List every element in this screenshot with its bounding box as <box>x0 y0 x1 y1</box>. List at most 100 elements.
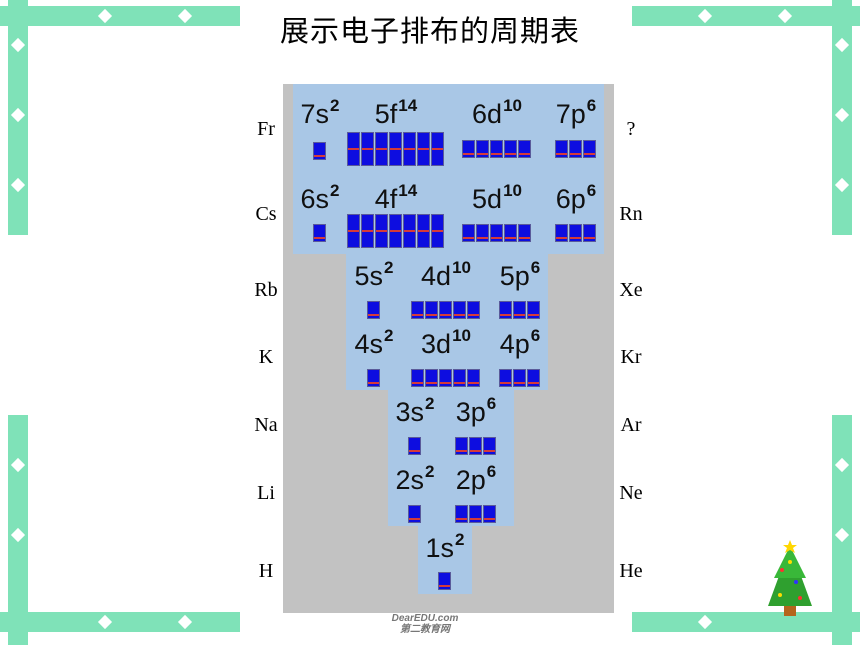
orbital-box <box>439 369 452 387</box>
orbital-box <box>490 140 503 158</box>
orbital-box <box>555 224 568 242</box>
element-rb: Rb <box>254 279 278 301</box>
subshell-capacity-3p: 6 <box>486 394 497 413</box>
subshell-name-2p: 2p <box>455 465 486 495</box>
element-kr: Kr <box>620 346 642 368</box>
orbital-boxes-7p <box>555 140 597 158</box>
orbital-box <box>425 301 438 319</box>
orbital-box <box>438 572 451 590</box>
orbital-boxes-4d <box>411 301 481 319</box>
subshell-name-2s: 2s <box>395 465 425 495</box>
subshell-capacity-2s: 2 <box>425 462 435 481</box>
element-unknown: ? <box>626 118 636 140</box>
watermark-line2: 第二教育网 <box>400 624 450 635</box>
orbital-box <box>504 140 517 158</box>
subshell-capacity-6p: 6 <box>586 181 597 200</box>
orbital-box <box>583 140 596 158</box>
orbital-boxes-3p <box>455 437 497 455</box>
subshell-label-5f: 5f14 <box>346 97 446 128</box>
page-title: 展示电子排布的周期表 <box>279 14 580 48</box>
element-k: K <box>258 346 274 368</box>
orbital-boxes-3d <box>411 369 481 387</box>
orbital-box <box>455 505 468 523</box>
subshell-capacity-4d: 10 <box>452 258 471 277</box>
orbital-boxes-5s <box>367 301 381 319</box>
orbital-box <box>476 224 489 242</box>
orbital-box <box>518 140 531 158</box>
orbital-box <box>462 140 475 158</box>
orbital-boxes-2s <box>408 505 422 523</box>
orbital-box <box>431 214 444 248</box>
orbital-boxes-6d <box>462 140 532 158</box>
subshell-name-4d: 4d <box>421 261 452 291</box>
subshell-name-3p: 3p <box>455 397 486 427</box>
orbital-box <box>453 301 466 319</box>
subshell-label-5s: 5s2 <box>324 259 424 291</box>
subshell-name-4f: 4f <box>374 184 398 214</box>
element-xe: Xe <box>619 279 643 301</box>
element-cs: Cs <box>255 203 277 225</box>
orbital-box <box>467 301 480 319</box>
subshell-capacity-4s: 2 <box>384 326 394 345</box>
christmas-tree-icon <box>768 540 812 616</box>
subshell-label-1s: 1s2 <box>395 531 495 563</box>
orbital-boxes-7s <box>313 142 327 160</box>
orbital-boxes-5p <box>499 301 541 319</box>
orbital-box <box>313 224 326 242</box>
orbital-box <box>417 132 430 166</box>
subshell-label-4s: 4s2 <box>324 327 424 358</box>
orbital-box <box>411 369 424 387</box>
subshell-name-7s: 7s <box>300 99 330 129</box>
subshell-name-1s: 1s <box>425 533 455 563</box>
subshell-label-3s: 3s2 <box>365 395 465 427</box>
orbital-box <box>439 301 452 319</box>
subshell-label-6s: 6s2 <box>270 182 370 213</box>
subshell-label-4d: 4d10 <box>396 259 496 291</box>
subshell-capacity-5p: 6 <box>530 258 541 277</box>
subshell-label-6p: 6p6 <box>526 182 626 213</box>
subshell-label-2s: 2s2 <box>365 463 465 495</box>
orbital-box <box>469 505 482 523</box>
orbital-boxes-6p <box>555 224 597 242</box>
block-period-6-7 <box>293 84 604 254</box>
subshell-label-4p: 4p6 <box>470 327 570 359</box>
subshell-name-5s: 5s <box>354 261 384 291</box>
orbital-box <box>389 132 402 166</box>
orbital-boxes-5f <box>347 132 445 166</box>
subshell-name-6d: 6d <box>472 99 503 129</box>
orbital-box <box>389 214 402 248</box>
subshell-name-3s: 3s <box>395 397 425 427</box>
orbital-box <box>367 369 380 387</box>
orbital-box <box>361 132 374 166</box>
orbital-box <box>513 369 526 387</box>
subshell-name-4p: 4p <box>499 329 530 359</box>
border-top-left <box>0 6 240 26</box>
subshell-label-7p: 7p6 <box>526 97 626 128</box>
block-period-4-5 <box>346 254 548 390</box>
subshell-label-3p: 3p6 <box>426 395 526 427</box>
orbital-box <box>417 214 430 248</box>
border-bottom-right <box>632 612 860 632</box>
subshell-label-5d: 5d10 <box>447 182 547 213</box>
orbital-boxes-2p <box>455 505 497 523</box>
orbital-box <box>453 369 466 387</box>
element-fr: Fr <box>257 118 275 140</box>
orbital-box <box>499 301 512 319</box>
subshell-capacity-7s: 2 <box>330 96 340 115</box>
orbital-box <box>527 369 540 387</box>
subshell-capacity-2p: 6 <box>486 462 497 481</box>
orbital-boxes-4p <box>499 369 541 387</box>
element-ar: Ar <box>620 414 642 436</box>
watermark-line1: DearEDU.com <box>391 613 459 624</box>
element-ne: Ne <box>619 482 643 504</box>
orbital-box <box>411 301 424 319</box>
subshell-capacity-6s: 2 <box>330 181 340 200</box>
border-bottom-left <box>0 612 240 632</box>
orbital-box <box>375 132 388 166</box>
orbital-boxes-6s <box>313 224 327 242</box>
subshell-capacity-4p: 6 <box>530 326 541 345</box>
orbital-boxes-4s <box>367 369 381 387</box>
orbital-box <box>367 301 380 319</box>
subshell-label-3d: 3d10 <box>396 327 496 358</box>
element-he: He <box>619 560 643 582</box>
